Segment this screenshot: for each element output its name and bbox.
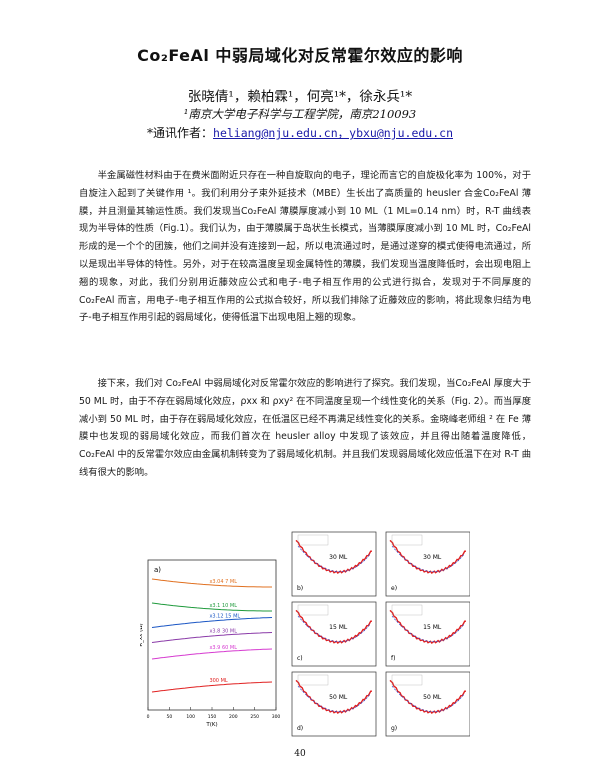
inset-legend-box: [297, 604, 329, 616]
inset-legend-box: [391, 604, 423, 616]
inset-legend-box: [297, 534, 329, 546]
panel-label: c): [297, 655, 303, 662]
data-curve: [389, 539, 466, 574]
data-curve: [389, 679, 466, 714]
thickness-label: 30 ML: [423, 554, 442, 561]
panel-label: g): [391, 725, 397, 732]
thickness-label: 15 ML: [423, 624, 442, 631]
x-tick-label: 150: [208, 714, 217, 720]
small-panel: 30 ML b): [291, 531, 377, 597]
paragraph-1-text: 半金属磁性材料由于在费米面附近只存在一种自旋取向的电子，理论而言它的自旋极化率为…: [79, 170, 531, 324]
series-line: [151, 648, 273, 660]
fit-line: [297, 685, 371, 712]
panels-b-to-g: 30 MLb)30 MLe)15 MLc)15 MLf)50 MLd)50 ML…: [291, 531, 470, 737]
thickness-label: 50 ML: [423, 694, 442, 701]
small-panel: 15 ML c): [291, 601, 377, 667]
thickness-label: 30 ML: [329, 554, 348, 561]
series-line: [151, 578, 272, 588]
x-tick-label: 250: [250, 714, 259, 720]
author-list: 张晓倩¹，赖柏霖¹，何亮¹*，徐永兵¹*: [187, 89, 413, 105]
inset-legend-box: [297, 674, 329, 686]
series-line: [151, 632, 273, 643]
abstract-paragraph-2: 接下来，我们对 Co₂FeAl 中弱局域化对反常霍尔效应的影响进行了探究。我们发…: [79, 375, 531, 482]
panel-label: d): [297, 725, 303, 732]
series-label: x3.12 15 ML: [209, 614, 240, 620]
thickness-label: 50 ML: [329, 694, 348, 701]
panel-label: b): [297, 585, 303, 592]
data-curve: [389, 609, 466, 644]
inset-legend-box: [391, 534, 423, 546]
contact-emails[interactable]: heliang@nju.edu.cn，ybxu@nju.edu.cn: [213, 126, 453, 140]
affiliation: ¹南京大学电子科学与工程学院，南京210093: [183, 107, 417, 121]
small-panel-frame: [385, 601, 470, 667]
series-label: x3.8 30 ML: [209, 629, 237, 635]
fit-line: [391, 615, 465, 642]
corresponding-author: *通讯作者：heliang@nju.edu.cn，ybxu@nju.edu.cn: [0, 124, 600, 141]
small-panel-frame: [385, 531, 470, 597]
data-curve: [295, 609, 372, 644]
x-tick-label: 300: [272, 714, 281, 720]
data-curve: [295, 679, 372, 714]
small-panel-frame: [291, 671, 377, 737]
data-curve: [295, 539, 372, 574]
inset-legend-box: [391, 674, 423, 686]
panel-a-label: a): [154, 566, 161, 574]
fit-line: [391, 545, 465, 572]
series-line: [151, 681, 273, 693]
contact-label: *通讯作者：: [147, 126, 214, 140]
series-line: [151, 602, 272, 612]
fit-line: [297, 545, 371, 572]
thickness-label: 15 ML: [329, 624, 348, 631]
small-panel-frame: [291, 601, 377, 667]
series-label: x3.04 7 ML: [209, 579, 237, 585]
panel-a-resistance-vs-temperature: a) R_xx (Ω) T(K) 0 50 100 150 200 250 300 x3.04 7 …: [140, 559, 281, 728]
x-tick-label: 50: [166, 714, 172, 720]
series-label: 300 ML: [209, 678, 227, 684]
abstract-paragraph-1: 半金属磁性材料由于在费米面附近只存在一种自旋取向的电子，理论而言它的自旋极化率为…: [79, 167, 531, 327]
series-line: [151, 617, 273, 628]
page-number: 40: [294, 749, 306, 759]
fit-line: [297, 615, 371, 642]
small-panel: 50 ML d): [291, 671, 377, 737]
paper-title: Co₂FeAl 中弱局域化对反常霍尔效应的影响: [137, 46, 463, 65]
panel-a-ylabel: R_xx (Ω): [140, 623, 144, 646]
x-tick-label: 0: [147, 714, 150, 720]
small-panel-frame: [385, 671, 470, 737]
x-tick-label: 100: [186, 714, 195, 720]
x-tick-label: 200: [229, 714, 238, 720]
small-panel: 15 ML f): [385, 601, 470, 667]
fit-line: [391, 685, 465, 712]
series-label: x3.1 10 ML: [209, 603, 237, 609]
panel-label: f): [391, 655, 395, 662]
small-panel: 30 ML e): [385, 531, 470, 597]
series-label: x3.9 60 ML: [209, 645, 237, 651]
figure-composite: a) R_xx (Ω) T(K) 0 50 100 150 200 250 300 x3.04 7 …: [140, 531, 470, 737]
panel-label: e): [391, 585, 397, 592]
small-panel-frame: [291, 531, 377, 597]
paragraph-2-text: 接下来，我们对 Co₂FeAl 中弱局域化对反常霍尔效应的影响进行了探究。我们发…: [79, 378, 531, 478]
small-panel: 50 ML g): [385, 671, 470, 737]
panel-a-xlabel: T(K): [205, 722, 217, 728]
